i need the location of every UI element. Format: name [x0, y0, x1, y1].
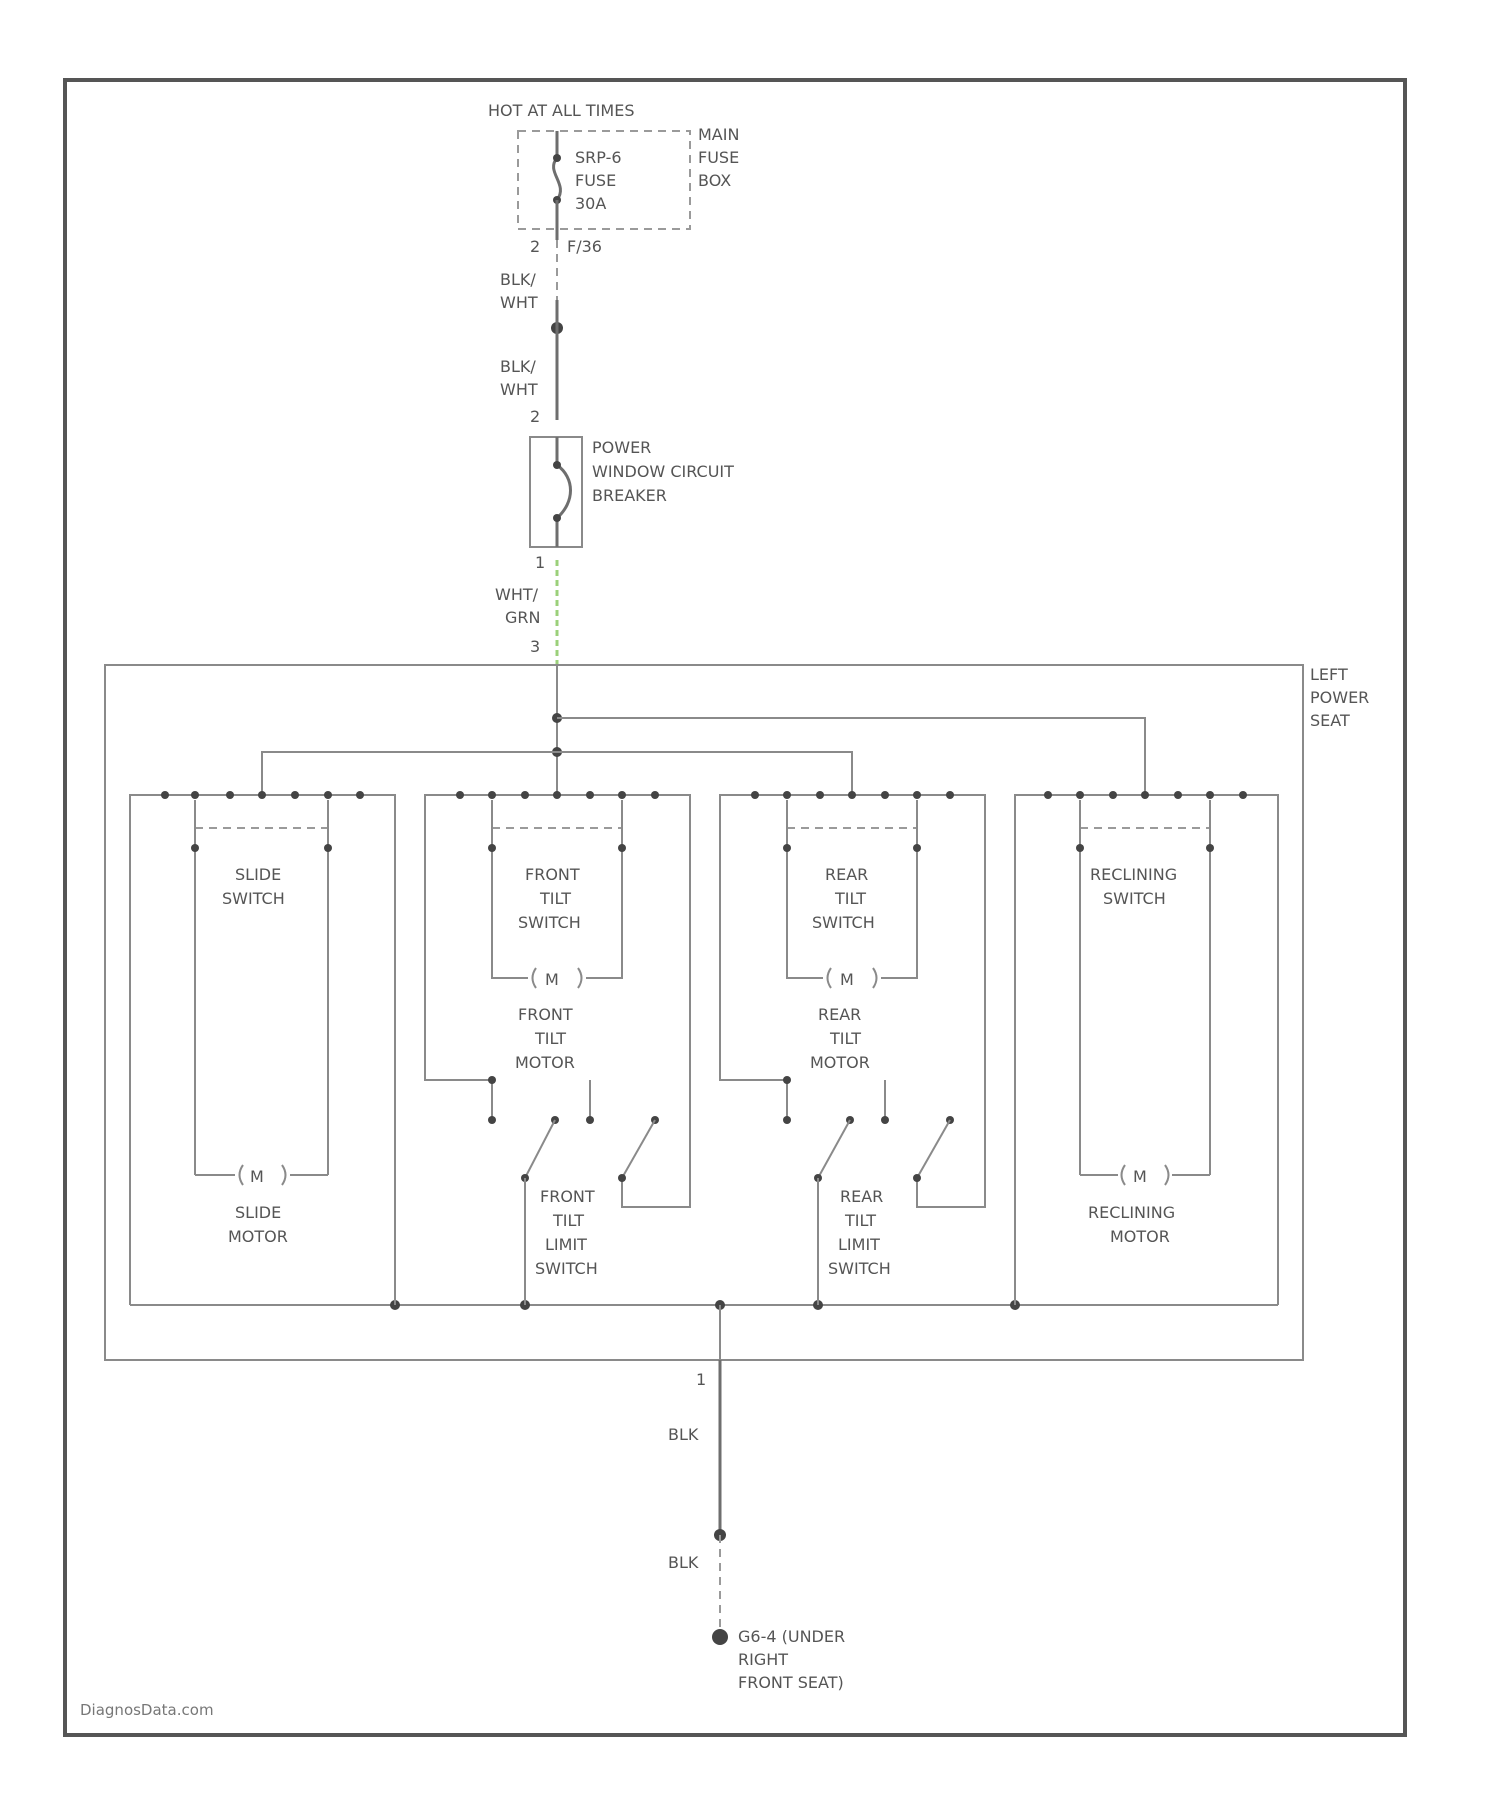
ftilt-limit-blade-2 — [622, 1120, 655, 1178]
ftilt-limit-label-1: FRONT — [540, 1187, 595, 1206]
slide-motor-label-1: SLIDE — [235, 1203, 281, 1222]
fuse-rating-label: 30A — [575, 194, 606, 213]
reclining-switch-group: RECLINING SWITCH M RECLINING MOTOR — [1015, 791, 1278, 1305]
ftilt-switch-label-1: FRONT — [525, 865, 580, 884]
recl-motor-symbol: M — [1133, 1167, 1147, 1186]
rtilt-motor-lead-right — [881, 800, 917, 978]
feed-to-rear-tilt — [557, 752, 852, 795]
rtilt-limit-label-1: REAR — [840, 1187, 883, 1206]
rtilt-motor-lead-left — [787, 800, 823, 978]
ftilt-switch-label-3: SWITCH — [518, 913, 581, 932]
rtilt-limit-blade-2 — [917, 1120, 950, 1178]
breaker-terminal-top — [553, 461, 561, 469]
fuse-name-label: SRP-6 — [575, 148, 622, 167]
recl-switch-label-2: SWITCH — [1103, 889, 1166, 908]
rtilt-limit-blade-1 — [818, 1120, 850, 1178]
connector-f36-label: F/36 — [567, 237, 602, 256]
feed-to-slide — [262, 752, 557, 795]
recl-left-rail — [1015, 795, 1048, 1305]
rtilt-limit-label-4: SWITCH — [828, 1259, 891, 1278]
wire-2-color-a: BLK/ — [500, 357, 536, 376]
pin-1-ground: 1 — [696, 1370, 706, 1389]
ftilt-motor-symbol: M — [545, 970, 559, 989]
recl-motor-label-2: MOTOR — [1110, 1227, 1170, 1246]
ground-label-2: RIGHT — [738, 1650, 788, 1669]
wire-4-color: BLK — [668, 1425, 699, 1444]
recl-right-rail — [1243, 795, 1278, 1305]
fuse-word-label: FUSE — [575, 171, 616, 190]
wire-2-color-b: WHT — [500, 380, 538, 399]
breaker-label-1: POWER — [592, 438, 651, 457]
rtilt-motor-symbol: M — [840, 970, 854, 989]
breaker-label-2: WINDOW CIRCUIT — [592, 462, 734, 481]
pin-1-breaker: 1 — [535, 553, 545, 572]
ftilt-motor-lead-left — [492, 800, 528, 978]
rtilt-right-rail — [917, 795, 985, 1207]
recl-motor-label-1: RECLINING — [1088, 1203, 1175, 1222]
ftilt-switch-label-2: TILT — [539, 889, 571, 908]
seat-label-1: LEFT — [1310, 665, 1348, 684]
rtilt-limit-label-2: TILT — [844, 1211, 876, 1230]
rtilt-switch-label-2: TILT — [834, 889, 866, 908]
wire-5-color: BLK — [668, 1553, 699, 1572]
wire-1-color-b: WHT — [500, 293, 538, 312]
slide-motor-label-2: MOTOR — [228, 1227, 288, 1246]
ftilt-right-rail — [622, 795, 690, 1207]
fuse-terminal-top — [553, 154, 561, 162]
ftilt-limit-blade-1 — [525, 1120, 555, 1178]
rtilt-motor-label-1: REAR — [818, 1005, 861, 1024]
slide-switch-label-2: SWITCH — [222, 889, 285, 908]
front-tilt-switch-group: FRONT TILT SWITCH M FRONT TILT MOTOR FRO… — [425, 791, 690, 1305]
fuse-box-name-1: MAIN — [698, 125, 739, 144]
fuse-symbol — [554, 158, 561, 200]
pin-2-top: 2 — [530, 237, 540, 256]
slide-motor-symbol: M — [250, 1167, 264, 1186]
seat-label-3: SEAT — [1310, 711, 1350, 730]
fuse-box-name-3: BOX — [698, 171, 731, 190]
slide-left-rail — [130, 795, 165, 1305]
ftilt-left-rail — [425, 795, 492, 1080]
fuse-box-name-2: FUSE — [698, 148, 739, 167]
wire-3-color-a: WHT/ — [495, 585, 539, 604]
wire-3-color-b: GRN — [505, 608, 540, 627]
breaker-label-3: BREAKER — [592, 486, 667, 505]
seat-label-2: POWER — [1310, 688, 1369, 707]
ftilt-motor-lead-right — [586, 800, 622, 978]
recl-switch-label-1: RECLINING — [1090, 865, 1177, 884]
ftilt-motor-label-2: TILT — [534, 1029, 566, 1048]
rtilt-left-rail — [720, 795, 787, 1080]
ftilt-motor-label-1: FRONT — [518, 1005, 573, 1024]
ground-label-3: FRONT SEAT) — [738, 1673, 844, 1692]
slide-switch-label-1: SLIDE — [235, 865, 281, 884]
rtilt-motor-label-3: MOTOR — [810, 1053, 870, 1072]
rear-tilt-switch-group: REAR TILT SWITCH M REAR TILT MOTOR REAR … — [720, 791, 985, 1305]
rtilt-switch-label-1: REAR — [825, 865, 868, 884]
ftilt-limit-label-4: SWITCH — [535, 1259, 598, 1278]
left-power-seat-box — [105, 665, 1303, 1360]
rtilt-limit-label-3: LIMIT — [838, 1235, 880, 1254]
slide-right-rail — [360, 795, 395, 1305]
ftilt-limit-label-2: TILT — [552, 1211, 584, 1230]
hot-at-all-times-label: HOT AT ALL TIMES — [488, 101, 634, 120]
ground-point — [712, 1629, 728, 1645]
breaker-terminal-bottom — [553, 514, 561, 522]
watermark: DiagnosData.com — [80, 1701, 214, 1719]
ground-label-1: G6-4 (UNDER — [738, 1627, 845, 1646]
ftilt-motor-label-3: MOTOR — [515, 1053, 575, 1072]
pin-3-seat: 3 — [530, 637, 540, 656]
slide-switch-group: SLIDE SWITCH M SLIDE MOTOR — [130, 791, 395, 1305]
pin-2-breaker: 2 — [530, 407, 540, 426]
rtilt-motor-label-2: TILT — [829, 1029, 861, 1048]
wire-1-color-a: BLK/ — [500, 270, 536, 289]
circuit-breaker-symbol — [557, 437, 571, 547]
ftilt-limit-label-3: LIMIT — [545, 1235, 587, 1254]
rtilt-switch-label-3: SWITCH — [812, 913, 875, 932]
